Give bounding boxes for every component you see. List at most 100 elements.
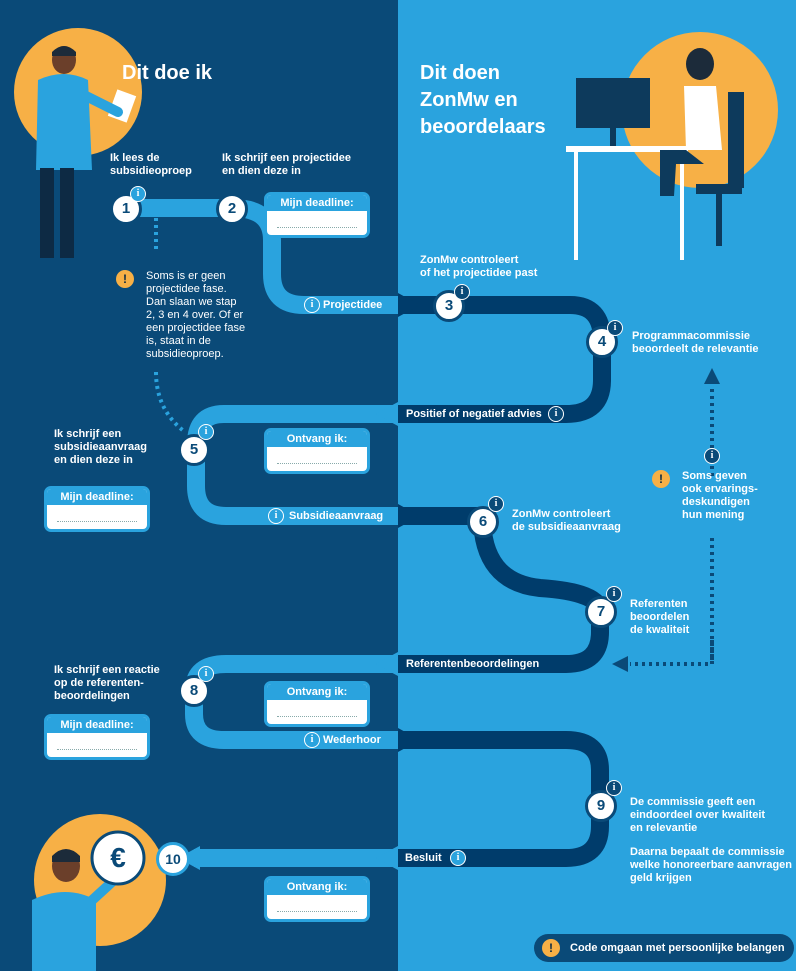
- arrow-projectidee: [398, 293, 420, 317]
- deadline-box-step5[interactable]: Mijn deadline:: [44, 486, 150, 532]
- step-1-line1: Ik lees de: [110, 152, 160, 164]
- code-footer-label[interactable]: Code omgaan met persoonlijke belangen: [570, 942, 785, 954]
- skip-note-line: projectidee fase.: [146, 283, 227, 295]
- step-5-info-icon[interactable]: i: [198, 424, 214, 440]
- person-at-computer-illustration: [566, 48, 744, 260]
- ontvang-box-step8[interactable]: Ontvang ik:: [264, 681, 370, 727]
- experts-note-line: deskundigen: [682, 496, 750, 508]
- projectidee-info-icon[interactable]: i: [304, 297, 320, 313]
- deadline-box-step5-line: [57, 521, 137, 522]
- arrow-wederhoor: [398, 728, 420, 752]
- skip-note-line: Dan slaan we stap: [146, 296, 237, 308]
- step-1-info-icon[interactable]: i: [130, 186, 146, 202]
- deadline-box-step5-title: Mijn deadline:: [47, 489, 147, 505]
- step-4-info-icon[interactable]: i: [607, 320, 623, 336]
- advies-label: Positief of negatief advies: [406, 408, 542, 420]
- ontvang-box-step5[interactable]: Ontvang ik:: [264, 428, 370, 474]
- arrow-subsidieaanvraag: [398, 504, 420, 528]
- skip-note-line: Soms is er geen: [146, 270, 226, 282]
- step-6-line2: de subsidieaanvraag: [512, 521, 621, 533]
- subsidieaanvraag-info-icon[interactable]: i: [268, 508, 284, 524]
- skip-note-line: subsidieoproep.: [146, 348, 224, 360]
- step-2-line2: en dien deze in: [222, 165, 301, 177]
- step-2-line1: Ik schrijf een projectidee: [222, 152, 351, 164]
- deadline-box-step2-line: [277, 227, 357, 228]
- step-4-line2: beoordeelt de relevantie: [632, 343, 759, 355]
- deadline-box-step8-line: [57, 749, 137, 750]
- experts-info-icon[interactable]: i: [704, 448, 720, 464]
- ontvang-box-step8-line: [277, 716, 357, 717]
- step-7-info-icon[interactable]: i: [606, 586, 622, 602]
- code-footer-bar[interactable]: [534, 934, 794, 962]
- step-9-badge: 9: [585, 790, 617, 822]
- step-9-line1: De commissie geeft een: [630, 796, 756, 808]
- skip-note-line: 2, 3 en 4 over. Of er: [146, 309, 244, 321]
- heading-left: Dit doe ik: [122, 62, 213, 84]
- step-6-badge: 6: [467, 506, 499, 538]
- arrow-besluit-1: [376, 846, 398, 870]
- step-5-line1: Ik schrijf een: [54, 428, 122, 440]
- step-6-text: ZonMw controleert de subsidieaanvraag: [512, 508, 621, 534]
- euro-icon: €: [110, 842, 126, 873]
- step-9-info-icon[interactable]: i: [606, 780, 622, 796]
- besluit-label: Besluit: [405, 852, 442, 864]
- step-8-line1: Ik schrijf een reactie: [54, 664, 160, 676]
- step-6-line1: ZonMw controleert: [512, 508, 611, 520]
- experts-note-line: hun mening: [682, 509, 745, 521]
- experts-warning-icon[interactable]: !: [652, 470, 670, 488]
- code-warning-icon[interactable]: !: [542, 939, 560, 957]
- arrow-advies: [376, 402, 398, 426]
- ontvang-box-step10[interactable]: Ontvang ik:: [264, 876, 370, 922]
- step-3-text: ZonMw controleert of het projectidee pas…: [420, 254, 537, 280]
- step-9-line5: welke honoreerbare aanvragen: [630, 859, 793, 871]
- step-5-text: Ik schrijf een subsidieaanvraag en dien …: [54, 428, 147, 467]
- wederhoor-info-icon[interactable]: i: [304, 732, 320, 748]
- wederhoor-label: Wederhoor: [323, 734, 381, 746]
- ontvang-box-step5-line: [277, 463, 357, 464]
- step-8-line2: op de referenten-: [54, 677, 144, 689]
- skip-note: Soms is er geen projectidee fase. Dan sl…: [146, 270, 245, 361]
- step-1-text: Ik lees de subsidieoproep: [110, 152, 192, 178]
- step-2-text: Ik schrijf een projectidee en dien deze …: [222, 152, 351, 178]
- step-4-text: Programmacommissie beoordeelt de relevan…: [632, 330, 759, 356]
- step-6-info-icon[interactable]: i: [488, 496, 504, 512]
- step-3-info-icon[interactable]: i: [454, 284, 470, 300]
- step-8-badge: 8: [178, 675, 210, 707]
- ontvang-box-step8-title: Ontvang ik:: [267, 684, 367, 700]
- step-8-text: Ik schrijf een reactie op de referenten-…: [54, 664, 160, 703]
- projectidee-label: Projectidee: [323, 299, 383, 311]
- step-8-line3: beoordelingen: [54, 690, 130, 702]
- step-5-line3: en dien deze in: [54, 454, 133, 466]
- referentenbeoordelingen-label: Referentenbeoordelingen: [406, 658, 540, 670]
- step-3-line2: of het projectidee past: [420, 267, 538, 279]
- advies-info-icon[interactable]: i: [548, 406, 564, 422]
- besluit-info-icon[interactable]: i: [450, 850, 466, 866]
- experts-note-line: Soms geven: [682, 470, 747, 482]
- skip-note-line: een projectidee fase: [146, 322, 246, 334]
- euro-coin: [90, 830, 146, 886]
- heading-right-line1: Dit doen: [420, 62, 500, 84]
- step-7-text: Referenten beoordelen de kwaliteit: [630, 598, 689, 637]
- step-7-line2: beoordelen: [630, 611, 690, 623]
- step-3-line1: ZonMw controleert: [420, 254, 519, 266]
- step-10-badge: 10: [156, 842, 190, 876]
- step-4-line1: Programmacommissie: [632, 330, 750, 342]
- experts-note-line: ook ervarings-: [682, 483, 758, 495]
- step-9-text: De commissie geeft een eindoordeel over …: [630, 796, 792, 885]
- step-9-line3: en relevantie: [630, 822, 698, 834]
- ontvang-box-step10-line: [277, 911, 357, 912]
- step-5-line2: subsidieaanvraag: [54, 441, 147, 453]
- person-reading-illustration: [36, 46, 137, 258]
- deadline-box-step2-title: Mijn deadline:: [267, 195, 367, 211]
- deadline-box-step8[interactable]: Mijn deadline:: [44, 714, 150, 760]
- deadline-box-step2[interactable]: Mijn deadline:: [264, 192, 370, 238]
- skip-note-line: is, staat in de: [146, 335, 211, 347]
- step-8-info-icon[interactable]: i: [198, 666, 214, 682]
- heading-right-line2: ZonMw en: [420, 89, 518, 111]
- skip-warning-icon[interactable]: !: [116, 270, 134, 288]
- ontvang-box-step10-title: Ontvang ik:: [267, 879, 367, 895]
- step-7-badge: 7: [585, 596, 617, 628]
- subsidieaanvraag-label: Subsidieaanvraag: [289, 510, 384, 522]
